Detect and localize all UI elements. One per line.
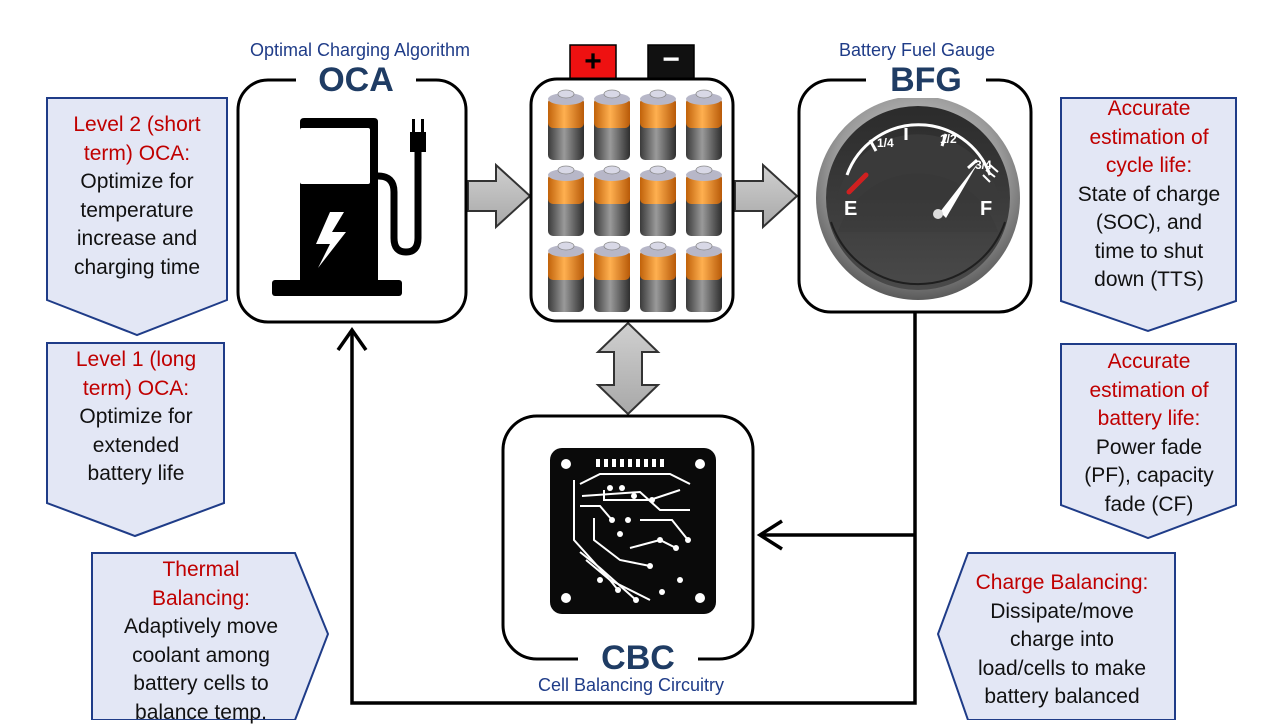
callout-charge-balancing-heading-line: Charge Balancing: (950, 569, 1174, 598)
negative-terminal-symbol: − (648, 43, 694, 77)
bfg-acronym: BFG (866, 62, 986, 98)
gauge-tick-three-quarter: 3/4 (975, 158, 992, 172)
callout-battery-life-heading-line: battery life: (1062, 405, 1236, 434)
gauge-tick-quarter: 1/4 (877, 136, 894, 150)
cbc-subtitle: Cell Balancing Circuitry (520, 675, 742, 696)
callout-charge-balancing-body-line: load/cells to make (950, 655, 1174, 684)
callout-level1-heading-line: Level 1 (long (50, 346, 222, 375)
callout-charge-balancing: Charge Balancing: Dissipate/move charge … (950, 569, 1174, 712)
callout-thermal-heading-line: Balancing: (96, 585, 306, 614)
callout-level1-body-line: battery life (50, 460, 222, 489)
battery-cell-icon (686, 166, 722, 236)
callout-battery-life: Accurate estimation of battery life: Pow… (1062, 348, 1236, 519)
callout-level2-body-line: Optimize for (50, 168, 224, 197)
battery-cell-icon (686, 90, 722, 160)
pack-cbc-double-arrow (598, 323, 658, 414)
callout-battery-life-body-line: Power fade (1062, 434, 1236, 463)
battery-cell-icon (548, 166, 584, 236)
gauge-label-empty: E (844, 198, 857, 221)
cbc-acronym: CBC (578, 640, 698, 676)
callout-level2: Level 2 (short term) OCA: Optimize for t… (50, 111, 224, 282)
callout-charge-balancing-body-line: battery balanced (950, 683, 1174, 712)
battery-cell-icon (640, 242, 676, 312)
callout-level2-body-line: increase and (50, 225, 224, 254)
callout-level1-body-line: extended (50, 432, 222, 461)
callout-level2-body-line: temperature (50, 197, 224, 226)
callout-level1: Level 1 (long term) OCA: Optimize for ex… (50, 346, 222, 489)
callout-cycle-life-heading-line: estimation of (1062, 124, 1236, 153)
callout-charge-balancing-body-line: Dissipate/move (950, 598, 1174, 627)
gauge-tick-half: 1/2 (940, 132, 957, 146)
callout-level1-body-line: Optimize for (50, 403, 222, 432)
callout-cycle-life-body-line: time to shut (1062, 238, 1236, 267)
callout-battery-life-body-line: (PF), capacity (1062, 462, 1236, 491)
callout-battery-life-heading-line: Accurate (1062, 348, 1236, 377)
pack-to-bfg-arrow (735, 165, 797, 227)
positive-terminal-symbol: + (570, 45, 616, 79)
oca-to-pack-arrow (468, 165, 530, 227)
callout-battery-life-heading-line: estimation of (1062, 377, 1236, 406)
battery-cell-icon (686, 242, 722, 312)
battery-cell-icon (594, 242, 630, 312)
callout-level2-heading-line: term) OCA: (50, 140, 224, 169)
battery-cell-icon (594, 166, 630, 236)
bfg-subtitle: Battery Fuel Gauge (820, 40, 1014, 61)
circuit-board-icon (550, 448, 716, 614)
callout-cycle-life-heading-line: cycle life: (1062, 152, 1236, 181)
callout-thermal-body-line: battery cells to (96, 670, 306, 699)
battery-cell-icon (640, 166, 676, 236)
callout-cycle-life-heading-line: Accurate (1062, 95, 1236, 124)
callout-cycle-life-body-line: down (TTS) (1062, 266, 1236, 295)
callout-charge-balancing-body-line: charge into (950, 626, 1174, 655)
callout-cycle-life-body-line: State of charge (1062, 181, 1236, 210)
battery-cell-icon (548, 90, 584, 160)
callout-cycle-life-body-line: (SOC), and (1062, 209, 1236, 238)
oca-acronym: OCA (296, 62, 416, 98)
callout-battery-life-body-line: fade (CF) (1062, 491, 1236, 520)
charging-station-icon (264, 100, 452, 306)
gauge-label-full: F (980, 198, 992, 221)
battery-cell-icon (548, 242, 584, 312)
oca-subtitle: Optimal Charging Algorithm (234, 40, 486, 61)
callout-level2-heading-line: Level 2 (short (50, 111, 224, 140)
callout-level2-body-line: charging time (50, 254, 224, 283)
battery-cell-icon (640, 90, 676, 160)
callout-thermal-body-line: coolant among (96, 642, 306, 671)
callout-thermal: Thermal Balancing: Adaptively move coola… (96, 556, 306, 727)
callout-thermal-body-line: balance temp. (96, 699, 306, 727)
battery-cell-icon (594, 90, 630, 160)
callout-cycle-life: Accurate estimation of cycle life: State… (1062, 95, 1236, 295)
callout-thermal-body-line: Adaptively move (96, 613, 306, 642)
callout-thermal-heading-line: Thermal (96, 556, 306, 585)
callout-level1-heading-line: term) OCA: (50, 375, 222, 404)
